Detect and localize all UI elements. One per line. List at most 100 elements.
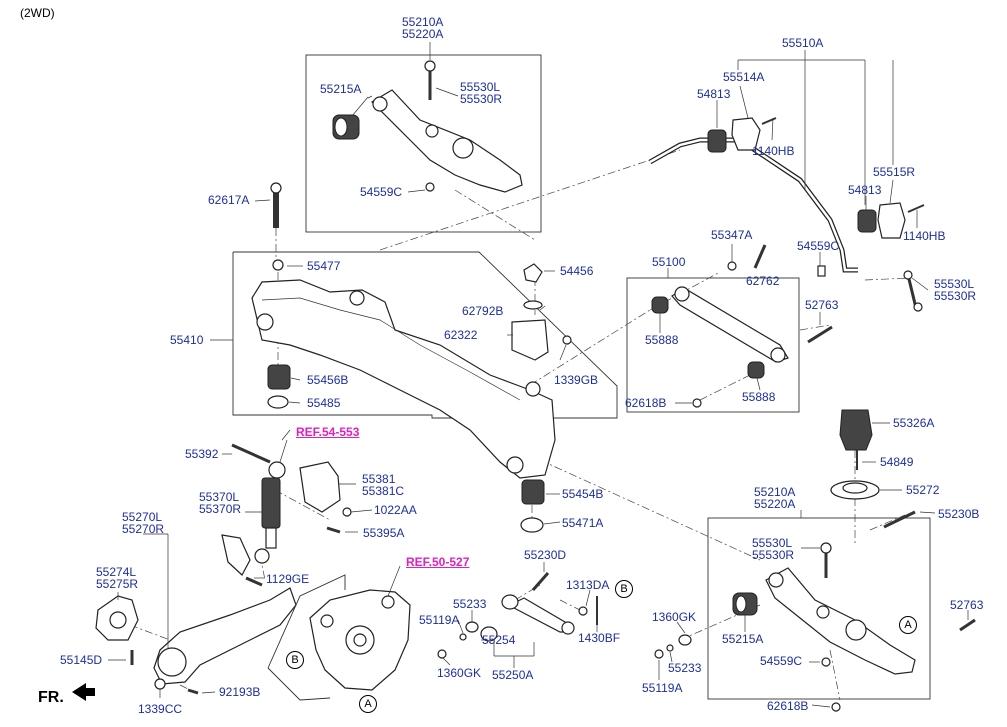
label-55530L: 55530L [460,80,501,94]
front-direction-label: FR. [38,689,64,706]
shock-bracket [299,461,341,513]
label-55381: 55381 [362,472,396,486]
label-55270R: 55270R [122,522,165,536]
part-55454B: 55454B [562,487,604,501]
part-1339CC: 1339CC [138,702,183,716]
part-55215A-bottom: 55215A [722,632,764,646]
part-1140HB-right: 1140HB [903,229,946,243]
part-54849: 54849 [880,455,914,469]
part-55272: 55272 [906,483,940,497]
part-55410: 55410 [170,333,204,347]
part-54813-left: 54813 [697,87,731,101]
ref-link-54-553[interactable]: REF.54-553 [296,425,360,439]
part-92193B: 92193B [219,685,261,699]
label-55210A-bottom: 55210A [754,485,796,499]
part-54559C-right: 54559C [797,239,840,253]
part-55230D: 55230D [524,548,567,562]
part-54559C-bottom: 54559C [760,654,803,668]
part-62618B-lower: 62618B [767,699,809,713]
trailing-link-box [626,277,800,413]
part-1140HB-left: 1140HB [752,144,795,158]
label-55530R-bottom: 55530R [752,548,795,562]
part-55395A: 55395A [363,526,405,540]
upper-arm-box [305,54,542,233]
lower-arm-box [707,517,931,700]
label-55370L: 55370L [199,490,240,504]
part-52763-upper: 52763 [805,298,839,312]
part-55888-right: 55888 [742,390,776,404]
label-55370R: 55370R [199,502,242,516]
part-1339GB: 1339GB [554,373,599,387]
part-55485: 55485 [307,396,341,410]
part-55477: 55477 [307,259,341,273]
marker-circle-b-top: B [615,580,633,598]
part-54456: 54456 [560,264,594,278]
lateral-link [513,597,567,633]
part-62617A: 62617A [208,193,250,207]
stabilizer-bushing-right [857,209,877,233]
part-55119A-left: 55119A [419,613,460,627]
part-55514A: 55514A [723,70,765,84]
crossmember [251,279,556,479]
bump-stopper [839,409,873,451]
part-55145D: 55145D [60,653,103,667]
part-55215A-top: 55215A [320,82,362,96]
part-62618B-upper: 62618B [625,396,667,410]
marker-circle-a-right: A [899,616,917,634]
variant-label: (2WD) [20,6,55,20]
part-55230B: 55230B [938,507,980,521]
label-55274L: 55274L [96,565,137,579]
label-55210A: 55210A [402,15,444,29]
label-55381C: 55381C [362,484,405,498]
marker-circle-a-knuckle: A [359,695,377,713]
part-54813-right: 54813 [848,183,882,197]
upper-arm-top [371,89,523,193]
label-55530L-bottom: 55530L [752,536,793,550]
part-55510A: 55510A [782,36,824,50]
part-55100: 55100 [652,255,686,269]
part-62762: 62762 [746,274,780,288]
part-55254: 55254 [482,633,516,647]
part-1360GK-right: 1360GK [652,610,697,624]
part-55515R: 55515R [873,165,916,179]
part-55888-left: 55888 [645,333,679,347]
part-54559C-top: 54559C [360,185,403,199]
part-1360GK-left: 1360GK [437,666,482,680]
label-55270L: 55270L [122,510,163,524]
label-55220A-bottom: 55220A [754,497,796,511]
label-55220A: 55220A [402,27,444,41]
label-55530R: 55530R [460,92,503,106]
part-62792B: 62792B [462,304,504,318]
part-55456B: 55456B [307,373,349,387]
stabilizer-bracket-right [877,202,906,239]
part-55326A: 55326A [893,416,935,430]
part-55233-left: 55233 [453,597,487,611]
ref-link-50-527[interactable]: REF.50-527 [406,555,470,569]
shock-absorber-top-bushing [268,461,286,479]
part-55392: 55392 [185,447,219,461]
label-55275R: 55275R [96,577,139,591]
label-55530R-right: 55530R [934,289,977,303]
stabilizer-bushing-left [707,129,727,153]
part-55471A: 55471A [562,516,604,530]
part-1129GE: 1129GE [266,572,310,586]
part-55347A: 55347A [711,228,753,242]
lower-arm-bottom [765,567,916,675]
part-52763-lower: 52763 [950,598,984,612]
label-55530L-right: 55530L [934,277,975,291]
part-55119A-right: 55119A [642,681,683,695]
part-1313DA: 1313DA [566,578,610,592]
part-1022AA: 1022AA [374,503,417,517]
trailing-arm-link [671,287,789,363]
crossmember-bracket [511,319,549,361]
part-1430BF: 1430BF [578,631,621,645]
